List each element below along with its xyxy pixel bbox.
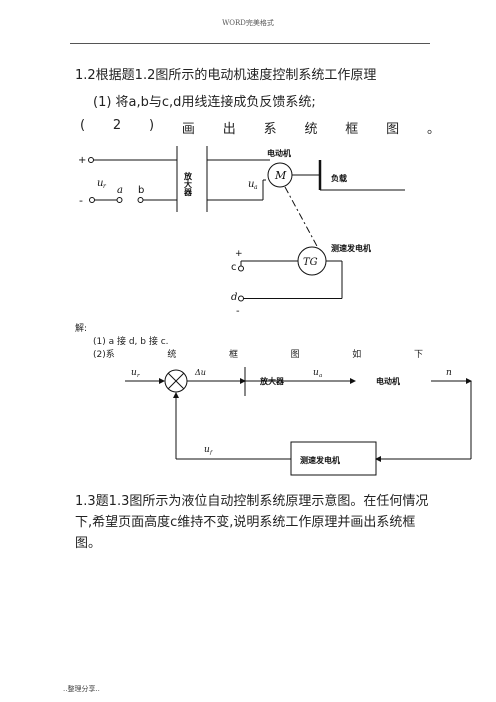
q12-item2-char: (	[80, 118, 86, 133]
tacho-label: 测速发电机	[331, 243, 371, 253]
answer-line1: (1) a 接 d, b 接 c.	[93, 337, 169, 347]
q12-item2-char: 系	[263, 122, 277, 137]
c-sign: +	[235, 249, 243, 259]
page-header: WORD完美格式	[222, 19, 274, 27]
ur-label: u	[97, 178, 103, 189]
q12-item2-char: 。	[426, 122, 440, 137]
tacho-symbol: TG	[303, 257, 318, 268]
q12-item2-char: 2	[112, 118, 122, 133]
q12-item2: ( 2 ) 画 出 系 统 框 图 。	[80, 118, 440, 137]
blk-motor: 电动机	[376, 376, 400, 386]
d-sign: -	[236, 306, 240, 317]
page-footer: ..整理分享..	[63, 685, 100, 693]
blk-uf-label: u	[204, 445, 210, 455]
motor-label: 电动机	[267, 148, 291, 158]
terminal-c: c	[231, 262, 237, 273]
q12-item2-char: )	[149, 118, 155, 133]
q12-item1: (1) 将a,b与c,d用线连接成负反馈系统;	[93, 95, 316, 110]
answer-line2-word: 下	[413, 350, 423, 360]
answer-line2-word: (2)系	[93, 350, 115, 360]
q12-item2-char: 图	[386, 122, 400, 137]
answer-line2: (2)系 统 框 图 如 下	[93, 347, 423, 360]
q12-item2-char: 出	[222, 122, 236, 137]
blk-amplifier: 放大器	[259, 376, 285, 386]
terminal-b: b	[138, 185, 144, 196]
load-label: 负载	[331, 173, 347, 183]
blk-uf-sub: f	[209, 450, 213, 456]
blk-ur-sub: r	[137, 373, 140, 379]
terminal-d: d	[231, 292, 237, 303]
answer-line2-word: 框	[229, 350, 239, 360]
blk-tacho: 测速发电机	[300, 455, 340, 465]
motor-symbol: M	[274, 169, 287, 182]
blk-du-label: Δu	[194, 368, 206, 377]
minus-sign: -	[79, 194, 83, 207]
blk-n-label: n	[446, 368, 452, 378]
amplifier-label: 放大器	[183, 171, 193, 197]
blk-ua-sub: a	[319, 373, 322, 379]
header-rule	[70, 43, 430, 44]
blk-ur-label: u	[131, 368, 137, 378]
q12-item2-char: 统	[304, 122, 318, 137]
answer-line2-word: 图	[290, 350, 300, 360]
q12-title: 1.2根据题1.2图所示的电动机速度控制系统工作原理	[75, 68, 377, 83]
q12-item2-char: 画	[181, 122, 195, 137]
q12-item2-char: 框	[345, 122, 359, 137]
q13-text: 1.3题1.3图所示为液位自动控制系统原理示意图。在任何情况下,希望页面高度c维…	[75, 494, 429, 551]
ua-label: u	[248, 179, 254, 190]
plus-sign: +	[78, 155, 86, 166]
answer-line2-word: 如	[352, 350, 362, 360]
terminal-a: a	[117, 185, 123, 196]
blk-ua-label: u	[313, 368, 319, 378]
answer-line2-word: 统	[167, 350, 177, 360]
ur-sub: r	[103, 183, 107, 190]
ua-sub: a	[254, 184, 258, 191]
answer-label: 解:	[75, 324, 88, 334]
